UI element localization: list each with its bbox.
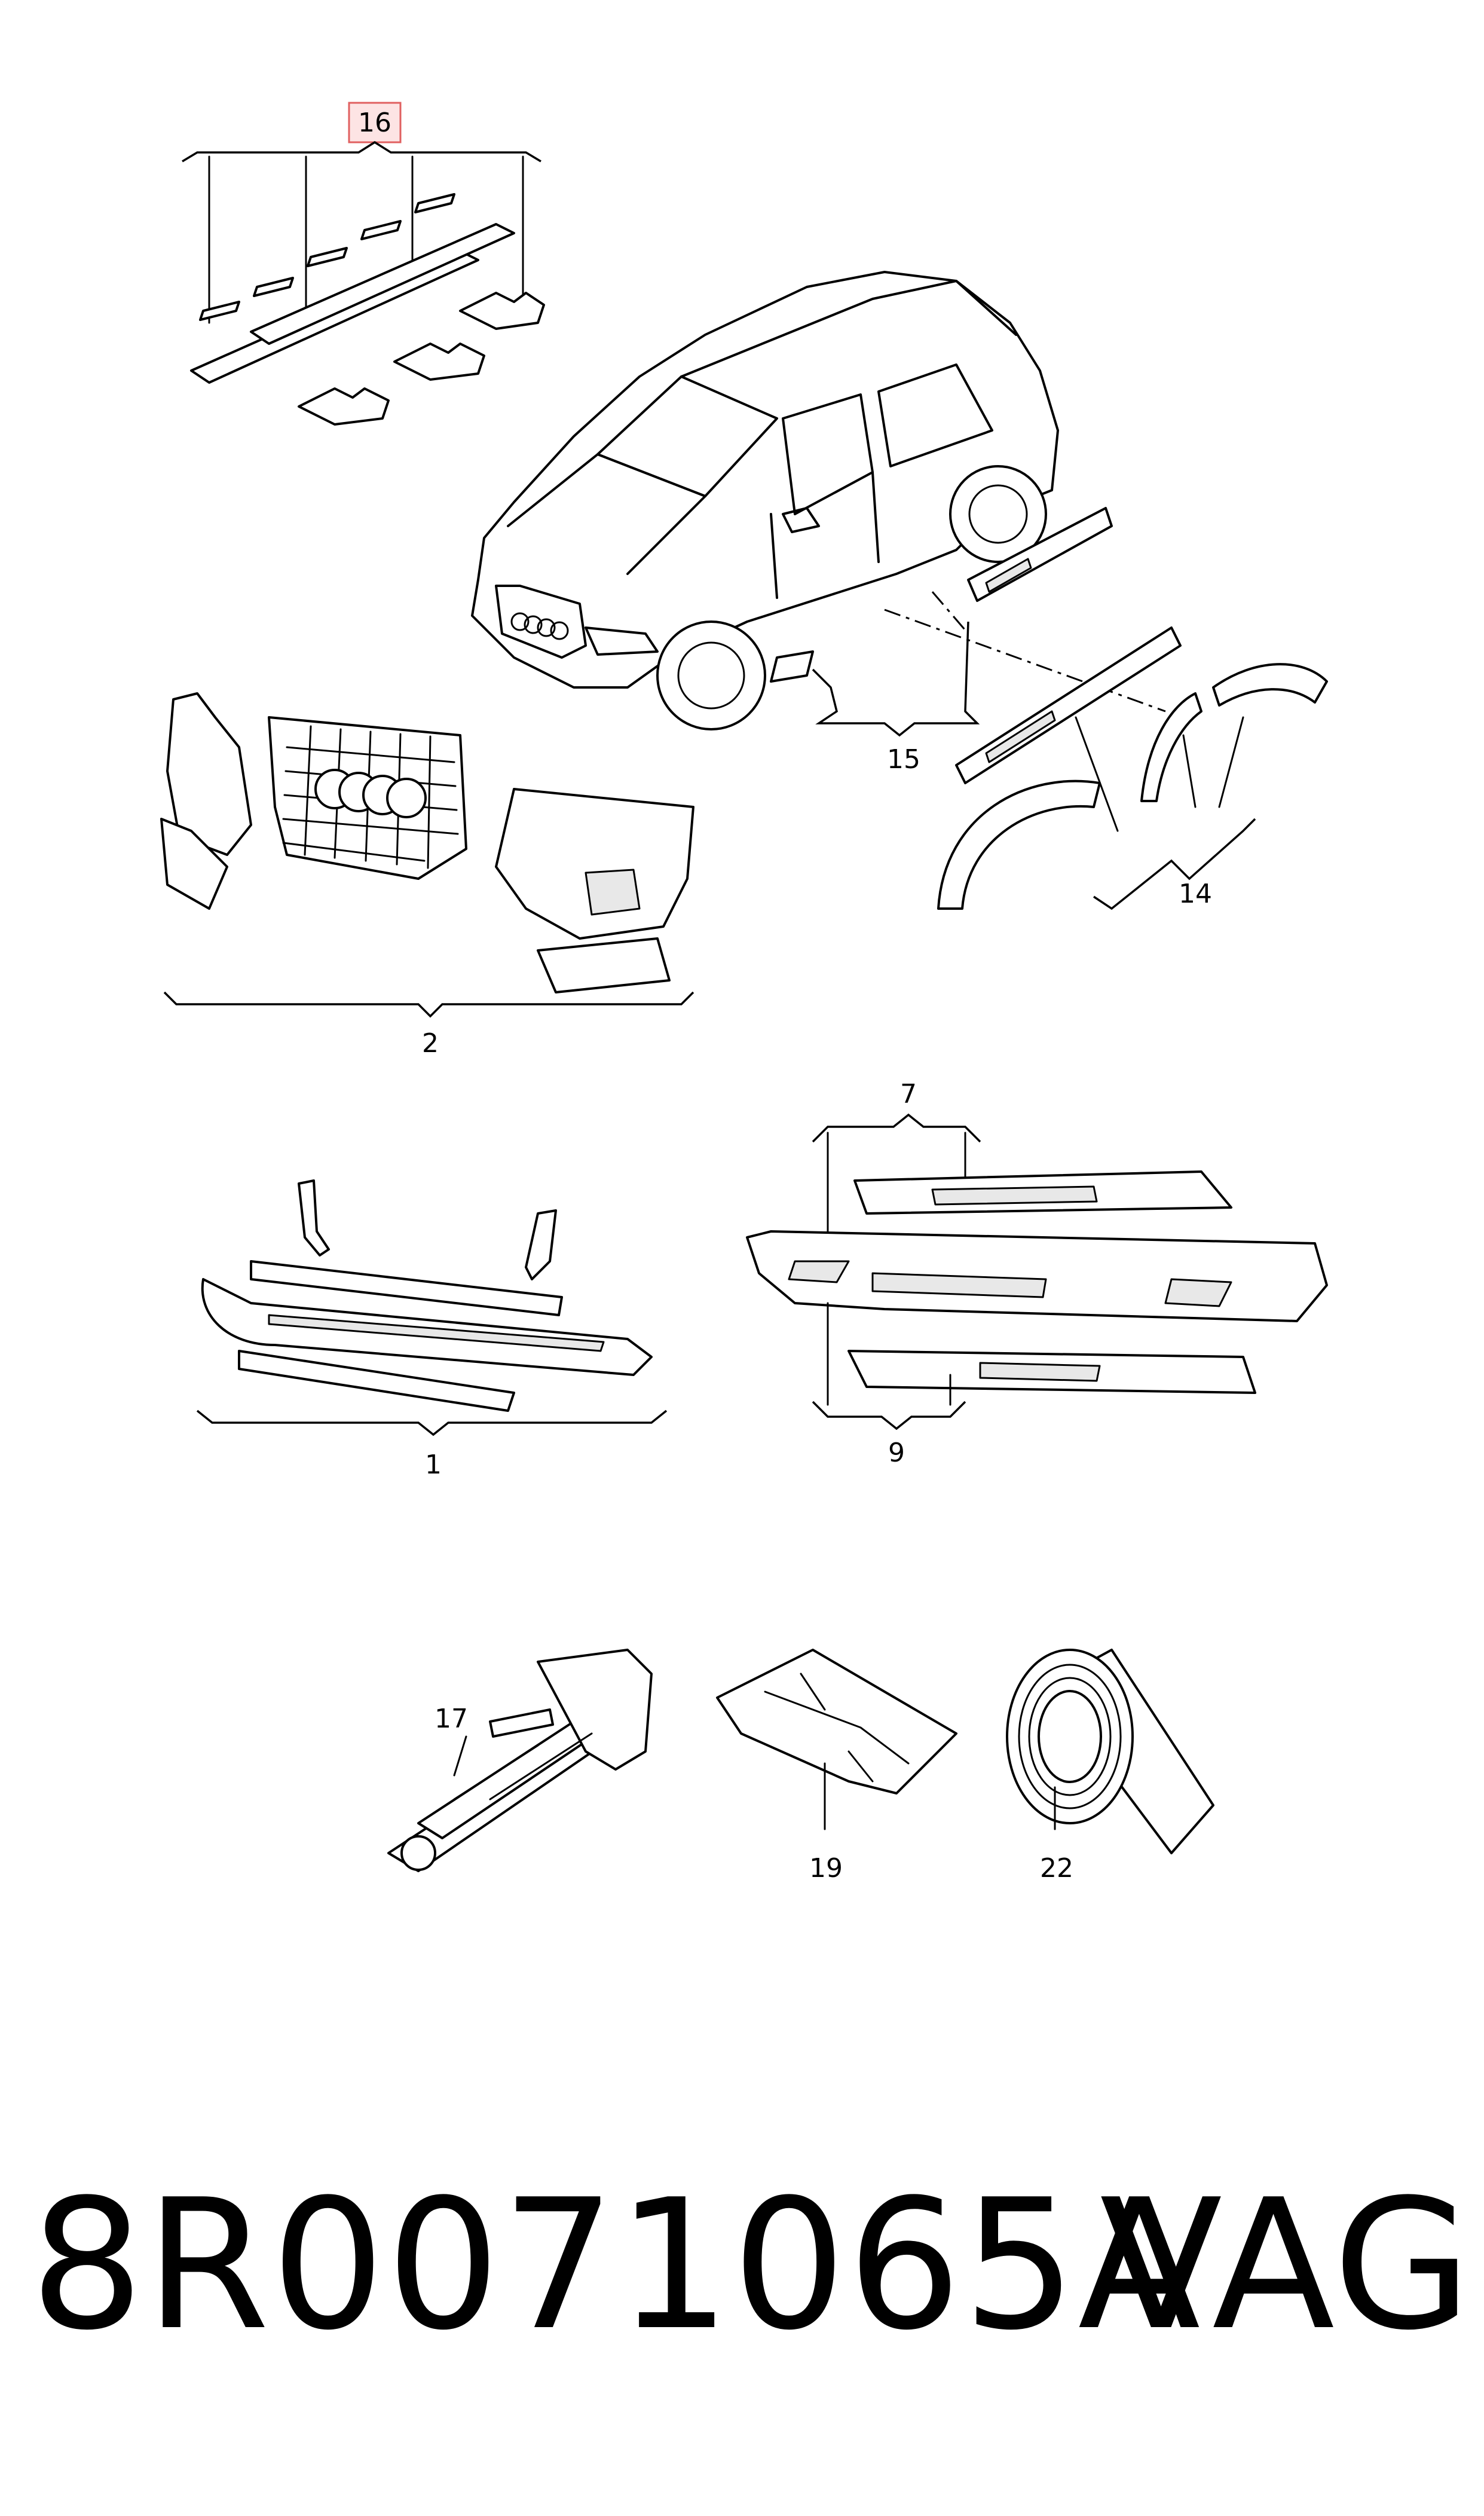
group-16-sill-rails: 16 xyxy=(182,102,545,426)
sill-trim-upper-inset xyxy=(985,558,1032,593)
item-19-bag: 19 xyxy=(716,1649,957,1884)
item-22-tape: 22 xyxy=(1006,1649,1214,1884)
front-foglight-right xyxy=(537,937,671,993)
bracket-2 xyxy=(163,991,694,1018)
spoiler-lower-strip xyxy=(238,1350,515,1412)
car-hood-line xyxy=(507,453,706,575)
bracket-14 xyxy=(1093,818,1256,910)
front-foglight-left xyxy=(160,818,228,910)
car-door-line xyxy=(770,471,880,599)
sill-bracket-1 xyxy=(298,387,390,426)
jack-crank-eye xyxy=(400,1835,436,1871)
bag-creases xyxy=(764,1673,910,1783)
callout-14[interactable]: 14 xyxy=(1179,879,1212,909)
car-rear-wheel-rim xyxy=(968,484,1028,544)
jack-head xyxy=(537,1649,653,1771)
dash-line-15a xyxy=(884,609,1166,713)
bag-outline xyxy=(716,1649,957,1794)
front-grille-rings xyxy=(314,769,427,818)
sill-rail-right xyxy=(250,223,515,345)
car-front-wheel-rim xyxy=(677,641,745,710)
sill-trim-lower-inset xyxy=(985,710,1056,763)
sill-clip-1 xyxy=(199,301,240,321)
callout-22[interactable]: 22 xyxy=(1040,1853,1073,1884)
spoiler-main-insert xyxy=(268,1314,605,1352)
rear-diffuser-main-vents xyxy=(871,1272,1047,1298)
car-body-outline xyxy=(471,271,1059,689)
front-bumper-left-side xyxy=(166,692,252,856)
leader-14b xyxy=(1182,734,1197,808)
front-bumper-right-side xyxy=(495,788,694,940)
car-mirror xyxy=(782,507,820,533)
spoiler-bracket-left xyxy=(298,1179,330,1257)
spoiler-upper-strip xyxy=(250,1260,563,1316)
tape-roll-core xyxy=(1038,1690,1102,1783)
group-7-9-rear-diffuser: 7 9 xyxy=(746,1079,1328,1468)
car-rear-wheel xyxy=(949,465,1047,563)
arch-trim-front xyxy=(937,779,1101,910)
car-side-window-rear xyxy=(877,363,993,467)
brand-label: VAG xyxy=(1100,2161,1473,2370)
bracket-9 xyxy=(812,1401,966,1430)
leader-17 xyxy=(453,1735,467,1777)
part-number-label: 8R0071065A xyxy=(30,2161,1202,2370)
leader-14c xyxy=(1218,716,1244,808)
sill-end-cap xyxy=(770,650,814,683)
car-grille-rings xyxy=(510,612,569,640)
bracket-15 xyxy=(812,621,980,737)
rear-diffuser-main-exhaust-l xyxy=(788,1260,850,1283)
callout-17[interactable]: 17 xyxy=(435,1704,468,1734)
sill-bracket-3 xyxy=(459,292,545,330)
jack-screw xyxy=(489,1708,554,1738)
tape-roll-ring-1 xyxy=(1018,1664,1122,1809)
bracket-7 xyxy=(812,1113,981,1143)
rear-diffuser-insert-lower-cutout xyxy=(979,1362,1101,1382)
rear-diffuser-insert-upper-cutout xyxy=(931,1185,1098,1206)
callout-9[interactable]: 9 xyxy=(888,1438,905,1468)
jack-arm-upper xyxy=(417,1720,599,1839)
sill-clip-4 xyxy=(360,220,402,240)
callout-7[interactable]: 7 xyxy=(900,1079,917,1109)
group-1-front-spoiler: 1 xyxy=(196,1179,668,1480)
car-front-wheel xyxy=(656,620,766,730)
jack-arm-lines xyxy=(453,1732,593,1800)
item-17-jack: 17 xyxy=(387,1649,653,1872)
group-15-sill-trims: 15 xyxy=(770,507,1182,784)
sill-clip-3 xyxy=(307,247,348,267)
spoiler-bracket-right xyxy=(525,1209,557,1280)
tape-roll-ring-2 xyxy=(1028,1677,1112,1796)
callout-19[interactable]: 19 xyxy=(809,1853,843,1884)
callout-16[interactable]: 16 xyxy=(358,108,391,138)
group-14-wheel-arches: 14 xyxy=(937,663,1328,910)
bracket-1 xyxy=(196,1410,668,1436)
callout-15[interactable]: 15 xyxy=(887,744,920,775)
sill-clip-2 xyxy=(253,277,294,297)
arch-trim-rear-left xyxy=(1140,692,1203,802)
callout-1[interactable]: 1 xyxy=(425,1450,442,1480)
leader-14a xyxy=(1075,716,1119,832)
bracket-16 xyxy=(182,140,541,163)
vehicle-illustration xyxy=(471,271,1059,730)
front-bumper-right-vent xyxy=(585,869,641,916)
callout-2[interactable]: 2 xyxy=(422,1028,439,1059)
rear-diffuser-main-exhaust-r xyxy=(1164,1278,1232,1307)
car-headlight xyxy=(585,626,659,656)
arch-trim-rear-right xyxy=(1212,663,1328,707)
group-2-front-bumper: 2 xyxy=(160,692,694,1059)
car-roofline xyxy=(680,280,1017,378)
sill-clip-5 xyxy=(414,193,455,213)
sill-bracket-2 xyxy=(393,343,485,381)
dash-line-15b xyxy=(931,591,969,634)
